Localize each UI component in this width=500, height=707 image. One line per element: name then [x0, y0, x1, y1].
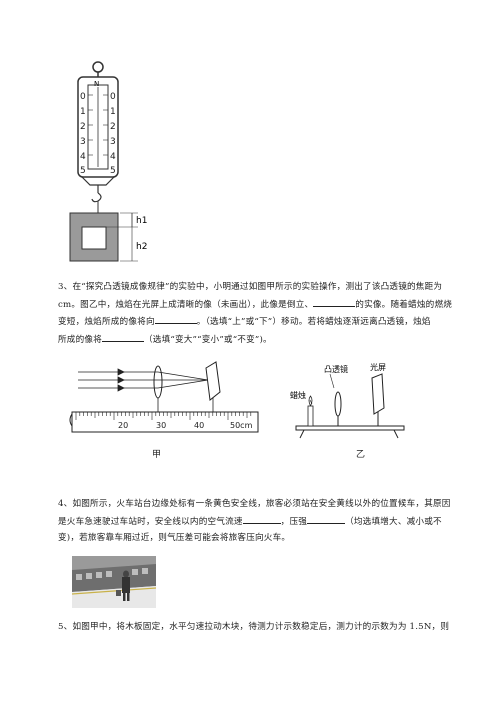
- q3-line-3-b: 。（选填“上”或“下”）移动。若将蜡烛逐渐远离凸透镜，烛焰: [196, 317, 431, 327]
- question-3: 3、在“探究凸透镜成像规律”的实验中，小明通过如图甲所示的实验操作，测出了该凸透…: [58, 279, 460, 348]
- q3-line-3: 变短，烛焰所成的像将向 。（选填“上”或“下”）移动。若将蜡烛逐渐远离凸透镜，烛焰: [58, 313, 460, 331]
- q4-line-2: 是火车急速驶过车站时，安全线以内的空气流速 ，压强 （均选填增大、减小或不: [58, 513, 460, 531]
- q3-line-4: 所成的像将 （选填“变大”“变小”或“不变”)。: [58, 331, 460, 349]
- q3-line-1: 3、在“探究凸透镜成像规律”的实验中，小明通过如图甲所示的实验操作，测出了该凸透…: [58, 282, 443, 292]
- q4-line-2-c: （均选填增大、减小或不: [345, 516, 442, 527]
- label-h1: h1: [136, 216, 147, 226]
- scale-right-2: 2: [110, 122, 116, 132]
- scale-left-4: 4: [80, 152, 86, 162]
- question-5: 5、如图甲中，将木板固定，水平匀速拉动木块，待测力计示数稳定后，测力计的示数为为…: [58, 619, 460, 636]
- scale-left-1: 1: [80, 107, 86, 117]
- ruler-label-30: 30: [156, 421, 166, 430]
- scale-left-3: 3: [80, 137, 86, 147]
- scale-left-0: 0: [80, 92, 86, 102]
- scale-right-5: 5: [110, 166, 116, 176]
- q4-blank-2[interactable]: [307, 513, 346, 524]
- q3-line-2: cm。图乙中，烛焰在光屏上成清晰的像（未画出），此像是倒立、 的实像。随着蜡烛的燃…: [58, 296, 460, 314]
- q3-blank-2[interactable]: [313, 296, 356, 307]
- q3-line-4-b: （选填“变大”“变小”或“不变”)。: [143, 334, 272, 345]
- q4-blank-1[interactable]: [242, 513, 281, 524]
- caption-yi: 乙: [356, 450, 366, 460]
- ruler-label-40: 40: [194, 421, 204, 430]
- scale-left-2: 2: [80, 122, 86, 132]
- scale-right-4: 4: [110, 152, 116, 162]
- q3-blank-3[interactable]: [154, 313, 197, 324]
- label-candle: 蜡烛: [290, 390, 306, 400]
- q4-line-2-a: 是火车急速驶过车站时，安全线以内的空气流速: [58, 516, 243, 527]
- q3-line-2-b: 的实像。随着蜡烛的燃烧: [355, 299, 453, 310]
- q3-line-2-a: cm。图乙中，烛焰在光屏上成清晰的像（未画出），此像是倒立、: [58, 299, 314, 310]
- figure-jia: 20 30 40 50cm: [69, 361, 259, 433]
- train-station-photo: [72, 556, 156, 608]
- question-4: 4、如图所示，火车站台边缘处标有一条黄色安全线，旅客必须站在安全黄线以外的位置候…: [58, 496, 460, 547]
- spring-scale-figure: N 0 1 2 3 4 5 0 1 2 3 4 5 h1 h2: [69, 61, 147, 262]
- scale-right-1: 1: [110, 107, 116, 117]
- label-screen: 光屏: [370, 362, 386, 372]
- q3-line-4-a: 所成的像将: [58, 334, 102, 345]
- caption-jia: 甲: [152, 450, 162, 460]
- figure-yi: 凸透镜 光屏 蜡烛: [290, 362, 405, 439]
- dial-letter: N: [94, 80, 99, 88]
- q4-line-3: 变)，若旅客靠车厢过近，则气压差可能会将旅客压向火车。: [58, 533, 291, 543]
- q3-blank-4[interactable]: [101, 331, 144, 342]
- q3-line-3-a: 变短，烛焰所成的像将向: [58, 317, 155, 327]
- scale-right-3: 3: [110, 137, 116, 147]
- label-lens: 凸透镜: [324, 364, 348, 374]
- label-h2: h2: [136, 242, 147, 252]
- ruler-label-50cm: 50cm: [230, 421, 253, 430]
- scale-right-0: 0: [110, 92, 116, 102]
- q5-line-1: 5、如图甲中，将木板固定，水平匀速拉动木块，待测力计示数稳定后，测力计的示数为为…: [58, 622, 450, 632]
- q4-line-1: 4、如图所示，火车站台边缘处标有一条黄色安全线，旅客必须站在安全黄线以外的位置候…: [58, 499, 451, 509]
- q4-line-2-b: ，压强: [280, 516, 308, 527]
- scale-left-5: 5: [80, 166, 86, 176]
- ruler-label-20: 20: [118, 421, 128, 430]
